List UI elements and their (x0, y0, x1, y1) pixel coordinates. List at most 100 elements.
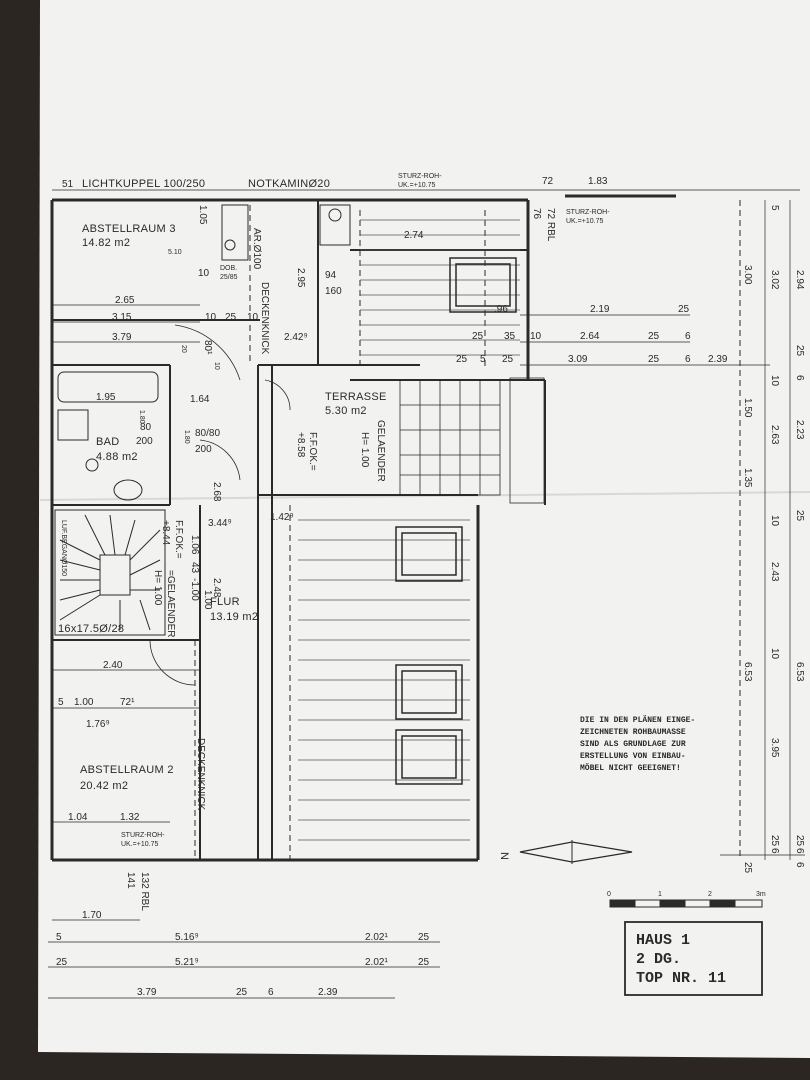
dim-160: 160 (325, 286, 342, 297)
dim-200-a: 200 (136, 436, 153, 447)
dim-10-e: 10 (530, 331, 542, 342)
plan-labels: DECKENKNICK DECKENKNICK GELAENDER =GELAE… (58, 208, 556, 911)
sturz-label-right: STURZ-ROH- (566, 209, 610, 216)
dim-r-6-d: 6 (794, 848, 805, 854)
dim-100-b: 1.00 (202, 590, 213, 610)
dim-132: 1.32 (120, 812, 140, 823)
sturz-label-top: STURZ-ROH- (398, 173, 442, 180)
dim-248: 2.48 (211, 578, 222, 598)
exterior-walls (50, 194, 676, 862)
room-name-bad: BAD (96, 436, 120, 448)
dob-label: DOB. (220, 265, 237, 272)
dimension-texts: 51 72 1.83 2.65 3.15 3.79 1.95 2.40 5 1.… (56, 176, 805, 998)
ff-ok-value-flur: +8.44 (160, 520, 171, 546)
dim-top-183: 1.83 (588, 176, 608, 187)
roof-windows (395, 257, 517, 785)
dim-25-c: 25 (648, 331, 660, 342)
scale-2: 2 (708, 891, 712, 898)
dim-315: 3.15 (112, 312, 132, 323)
dim-180-a: 1.80 (183, 430, 190, 444)
dim-80-a: 80 (140, 422, 152, 433)
rbl-141-label: 141 (125, 872, 136, 889)
uk-label-top: UK.=+10.75 (398, 182, 435, 189)
dimension-lines (48, 189, 805, 999)
roof-slope-hatch (298, 219, 520, 841)
dim-r-6-b: 6 (794, 862, 805, 868)
dim-801: 80¹ (202, 340, 213, 355)
dim-5-b: 5 (480, 354, 486, 365)
dim-10-b: 10 (205, 312, 217, 323)
dim-104: 1.04 (68, 812, 88, 823)
note-line-1: DIE IN DEN PLÄNEN EINGE- (580, 716, 695, 725)
dim-r-6-a: 6 (769, 848, 780, 854)
dim-r-10-c: 10 (769, 648, 780, 660)
room-name-abstellraum-3: ABSTELLRAUM 3 (82, 223, 176, 235)
dim-r-653-b: 6.53 (794, 662, 805, 682)
dim-minus100: -1.00 (189, 578, 200, 601)
dim-25-e: 25 (472, 331, 484, 342)
dim-94: 94 (325, 270, 337, 281)
dim-200-b: 200 (195, 444, 212, 455)
terrace-grid (399, 377, 545, 504)
deckenknick-label-upper: DECKENKNICK (259, 282, 270, 355)
dim-25-a: 25 (225, 312, 237, 323)
north-arrow (519, 840, 633, 864)
rbl-76-label: 76 (531, 208, 542, 220)
dim-r-25-e: 25 (794, 835, 805, 847)
dim-b1-5169: 5.16⁹ (175, 932, 199, 943)
title-floor: 2 DG. (636, 951, 681, 968)
dim-r-6-c: 6 (794, 375, 805, 381)
dim-6-a: 6 (685, 331, 691, 342)
dim-240: 2.40 (103, 660, 123, 671)
stair-side-label: LUF.BEGANØ150 (60, 520, 67, 576)
dim-top-72: 72 (542, 176, 554, 187)
dim-r-653: 6.53 (742, 662, 753, 682)
height-label-terrace: H= 1.00 (359, 432, 370, 468)
title-block: HAUS 1 2 DG. TOP NR. 11 (636, 932, 726, 987)
dim-b2-25b: 25 (418, 957, 430, 968)
scale-labels: 0 1 2 3m (607, 891, 766, 898)
dim-r-223: 2.23 (794, 420, 805, 440)
dim-25-f: 25 (456, 354, 468, 365)
dim-25-d: 25 (648, 354, 660, 365)
dim-1429: 1.42⁹ (270, 512, 294, 523)
dim-1769: 1.76⁹ (86, 719, 110, 730)
gelaender-label-stair: =GELAENDER (165, 570, 176, 638)
room-area-bad: 4.88 m2 (96, 451, 138, 463)
dim-r-25-b: 25 (742, 862, 753, 874)
dim-r-243: 2.43 (769, 562, 780, 582)
dim-20: 20 (180, 345, 187, 353)
dim-r-263: 2.63 (769, 425, 780, 445)
room-area-flur: 13.19 m2 (210, 611, 258, 623)
dim-100: 1.00 (74, 697, 94, 708)
dim-r-25-a: 25 (769, 835, 780, 847)
north-label: N (498, 852, 510, 860)
lichtkuppel-label: LICHTKUPPEL 100/250 (82, 178, 205, 190)
ff-ok-label-flur: F.F.OK.= (173, 520, 184, 559)
dim-239: 2.39 (708, 354, 728, 365)
room-name-abstellraum-2: ABSTELLRAUM 2 (80, 764, 174, 776)
dim-268: 2.68 (211, 482, 222, 502)
dim-b2-25: 25 (56, 957, 68, 968)
dim-170: 1.70 (82, 910, 102, 921)
scale-bar (609, 899, 763, 908)
dim-b2-2021: 2.02¹ (365, 957, 388, 968)
dim-721: 72¹ (120, 697, 135, 708)
stair-spec: 16x17.5Ø/28 (58, 623, 124, 635)
rbl-72-label: 72 RBL (545, 208, 556, 242)
dim-295: 2.95 (295, 268, 306, 288)
dim-274: 2.74 (404, 230, 424, 241)
deckenknick-label-lower: DECKENKNICK (195, 738, 206, 811)
dim-265: 2.65 (115, 295, 135, 306)
dim-309: 3.09 (568, 354, 588, 365)
dim-510: 5.10 (168, 249, 182, 256)
dim-10-c: 10 (247, 312, 259, 323)
scale-0: 0 (607, 891, 611, 898)
dim-b3-379: 3.79 (137, 987, 157, 998)
dim-2429: 2.42⁹ (284, 332, 308, 343)
dob-size-label: 25/85 (220, 274, 238, 281)
rbl-132-label: 132 RBL (139, 872, 150, 911)
dim-r-302: 3.02 (769, 270, 780, 290)
room-area-terrasse: 5.30 m2 (325, 405, 367, 417)
